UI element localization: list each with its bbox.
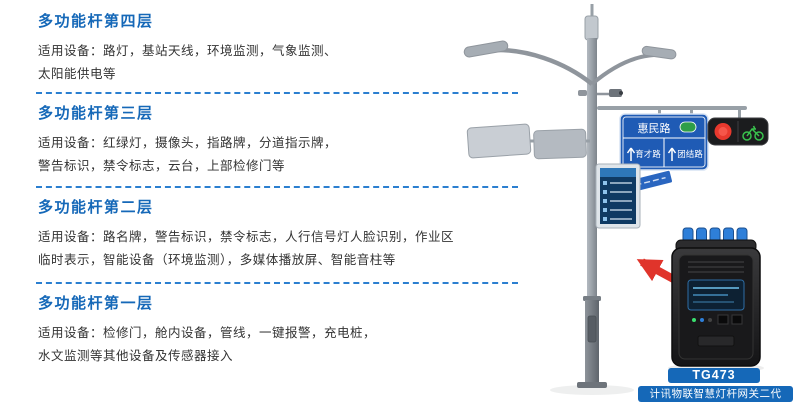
device-port [717, 314, 729, 325]
antenna-panels [466, 123, 590, 160]
layer-1-title: 多功能杆第一层 [38, 295, 154, 312]
device-port [731, 314, 743, 325]
desc-line: 水文监测等其他设备及传感器接入 [38, 348, 234, 363]
desc-line: 适用设备：路名牌，警告标识，禁令标志，人行信号灯人脸识别，作业区 [38, 230, 455, 244]
layer-3-section: 多功能杆第三层 适用设备：红绿灯，摄像头，指路牌，分道指示牌， 警告标识，禁令标志… [38, 102, 528, 177]
desc-line: 警告标识，禁令标志，云台，上部检修门等 [38, 158, 286, 173]
traffic-light-icon [707, 110, 769, 146]
antenna-module [584, 15, 599, 41]
layer-3-description: 适用设备：红绿灯，摄像头，指路牌，分道指示牌， 警告标识，禁令标志，云台，上部检修… [38, 132, 528, 177]
layer-2-title: 多功能杆第二层 [38, 199, 154, 216]
pole [584, 4, 599, 300]
street-lamp-icon [463, 40, 677, 86]
pole-graphic: 惠民路 育才路 团结路 [463, 4, 769, 395]
sign-left-label: 育才路 [635, 149, 661, 159]
dashed-divider [36, 92, 518, 94]
pole-shadow [550, 385, 634, 395]
bicycle-signal [742, 125, 764, 141]
dashed-divider [36, 186, 518, 188]
desc-line: 适用设备：红绿灯，摄像头，指路牌，分道指示牌， [38, 136, 338, 150]
layer-4-title: 多功能杆第四层 [38, 13, 154, 30]
desc-line: 适用设备：路灯，基站天线，环境监测，气象监测、 [38, 44, 338, 58]
layer-2-description: 适用设备：路名牌，警告标识，禁令标志，人行信号灯人脸识别，作业区临时表示，智能设… [38, 226, 528, 271]
desc-line: 太阳能供电等 [38, 66, 117, 81]
sign-top-label: 惠民路 [638, 121, 671, 135]
access-door [587, 315, 597, 343]
gateway-device [671, 227, 761, 367]
status-led [692, 318, 696, 322]
layer-4-section: 多功能杆第四层 适用设备：路灯，基站天线，环境监测，气象监测、太阳能供电等 [38, 10, 528, 85]
device-caption-banner: 计讯物联智慧灯杆网关二代 [638, 386, 793, 402]
layer-2-section: 多功能杆第二层 适用设备：路名牌，警告标识，禁令标志，人行信号灯人脸识别，作业区… [38, 196, 528, 271]
cctv-camera-icon [578, 89, 623, 97]
smart-pole-illustration: 惠民路 育才路 团结路 [450, 0, 800, 407]
layer-4-description: 适用设备：路灯，基站天线，环境监测，气象监测、太阳能供电等 [38, 40, 528, 85]
status-led [708, 318, 712, 322]
road-sign: 惠民路 育才路 团结路 [619, 110, 709, 171]
layer-1-section: 多功能杆第一层 适用设备：检修门，舱内设备，管线，一键报警，充电桩， 水文监测等其… [38, 292, 528, 367]
up-arrow-icon [626, 147, 636, 161]
desc-line: 临时表示，智能设备（环境监测），多媒体播放屏、智能音柱等 [38, 252, 396, 267]
layer-3-title: 多功能杆第三层 [38, 105, 154, 122]
sign-right-label: 团结路 [677, 149, 703, 159]
pole-base [577, 296, 607, 388]
sign-crossbar [597, 106, 747, 110]
device-model-label: TG473 [668, 368, 760, 383]
layer-1-description: 适用设备：检修门，舱内设备，管线，一键报警，充电桩， 水文监测等其他设备及传感器接… [38, 322, 528, 367]
up-arrow-icon [667, 147, 677, 161]
status-led [700, 318, 704, 322]
desc-line: 适用设备：检修门，舱内设备，管线，一键报警，充电桩， [38, 326, 377, 340]
dashed-divider [36, 282, 518, 284]
display-panel [595, 163, 641, 229]
route-badge [679, 121, 697, 133]
